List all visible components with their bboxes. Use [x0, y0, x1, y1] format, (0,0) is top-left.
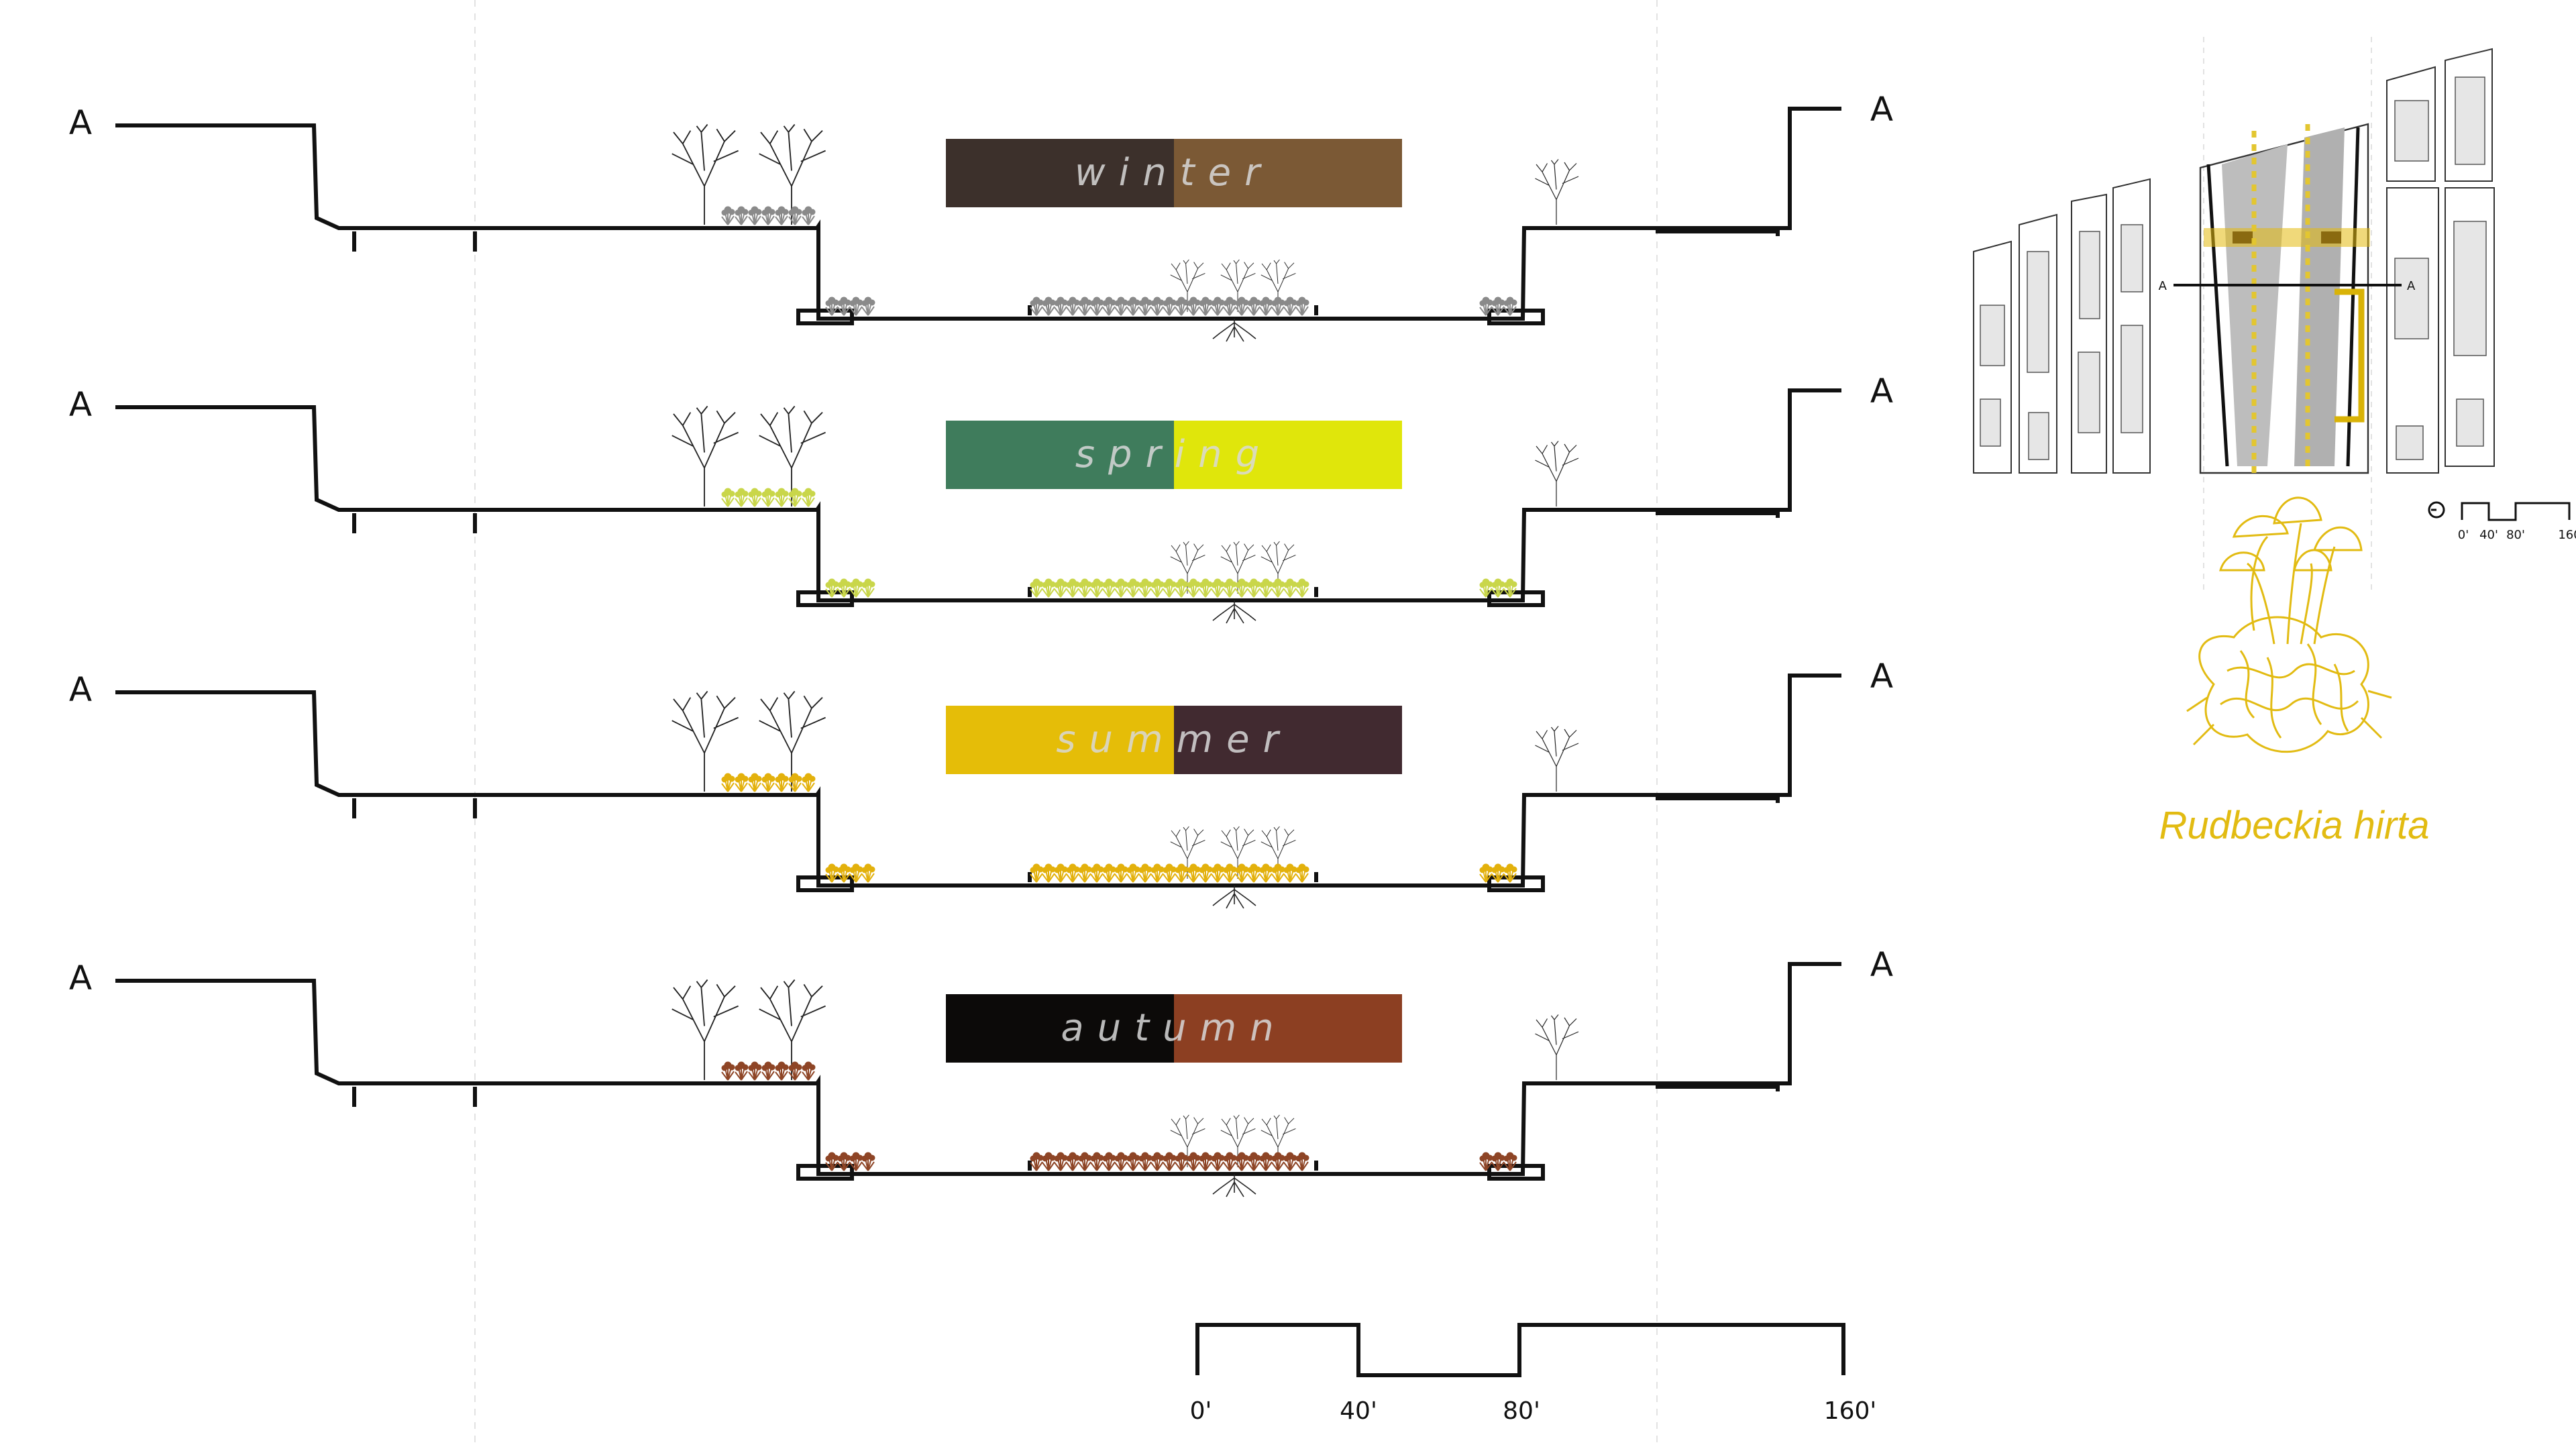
section-label-left: A: [69, 959, 92, 998]
section-ledge-right: [1656, 796, 1780, 803]
planting-summer: [721, 773, 1517, 883]
section-label-right: A: [1870, 90, 1893, 129]
section-profile: [115, 674, 1841, 888]
season-color-left: [946, 994, 1174, 1063]
season-band-autumn: autumn: [946, 994, 1402, 1063]
season-color-right: [1174, 421, 1402, 489]
footing-left: [796, 875, 854, 892]
section-profile: [115, 962, 1841, 1176]
season-label: winter: [1075, 151, 1273, 195]
section-profile: [115, 107, 1841, 321]
tree-icon: [1534, 725, 1579, 792]
scale-label-0: 0': [1190, 1397, 1212, 1425]
footing-right: [1487, 1164, 1545, 1181]
scale-label-160: 160': [1824, 1397, 1877, 1425]
season-band-spring: spring: [946, 421, 1402, 489]
key-plan-scale-160: 160': [2558, 528, 2576, 542]
tree-icon: [1534, 1014, 1579, 1081]
season-color-right: [1174, 994, 1402, 1063]
roots-icon: [1212, 885, 1256, 909]
season-color-left: [946, 421, 1174, 489]
footing-left: [796, 309, 854, 325]
footing-right: [1487, 309, 1545, 325]
footing-left: [796, 1164, 854, 1181]
section-label-right: A: [1870, 657, 1893, 696]
roots-icon: [1212, 1173, 1256, 1197]
season-label: autumn: [1061, 1006, 1287, 1050]
section-ledge-right: [1656, 511, 1780, 518]
section-label-left: A: [69, 385, 92, 424]
species-name: Rudbeckia hirta: [2159, 804, 2430, 847]
key-plan-cut-label-left: A: [2159, 279, 2167, 293]
footing-left: [796, 590, 854, 607]
section-ledge-right: [1656, 1085, 1780, 1091]
section-label-right: A: [1870, 372, 1893, 411]
footing-right: [1487, 875, 1545, 892]
rudbeckia-illustration: Rudbeckia hirta: [2159, 496, 2430, 847]
scale-label-40: 40': [1340, 1397, 1377, 1425]
footing-right: [1487, 590, 1545, 607]
section-profile: [115, 388, 1841, 602]
section-label-right: A: [1870, 945, 1893, 984]
scale-bar: 0' 40' 80' 160': [1190, 1323, 1877, 1425]
key-plan-scale-0: 0': [2458, 528, 2469, 542]
planting-spring: [721, 488, 1517, 598]
section-label-left: A: [69, 103, 92, 142]
planting-autumn: [721, 1061, 1517, 1171]
planting-winter: [721, 206, 1517, 316]
section-label-left: A: [69, 670, 92, 709]
season-color-left: [946, 706, 1174, 774]
section-ledge-right: [1656, 229, 1780, 236]
season-color-left: [946, 139, 1174, 207]
season-color-right: [1174, 706, 1402, 774]
section-posts: [352, 231, 477, 252]
season-label: spring: [1075, 433, 1273, 476]
section-posts: [352, 798, 477, 818]
season-band-winter: winter: [946, 139, 1402, 207]
season-band-summer: summer: [946, 706, 1402, 774]
key-plan-scale-80: 80': [2506, 528, 2525, 542]
roots-icon: [1212, 600, 1256, 624]
season-label: summer: [1056, 718, 1291, 761]
season-color-right: [1174, 139, 1402, 207]
section-posts: [352, 513, 477, 533]
key-plan-scale-40: 40': [2479, 528, 2498, 542]
section-posts: [352, 1087, 477, 1107]
tree-icon: [1534, 158, 1579, 225]
tree-icon: [1534, 440, 1579, 507]
key-plan-cut-label-right: A: [2407, 279, 2416, 293]
roots-icon: [1212, 318, 1256, 342]
north-arrow-icon: [2428, 501, 2445, 519]
key-plan: A A 0' 40' 80' 160': [1973, 37, 2576, 590]
scale-label-80: 80': [1503, 1397, 1540, 1425]
